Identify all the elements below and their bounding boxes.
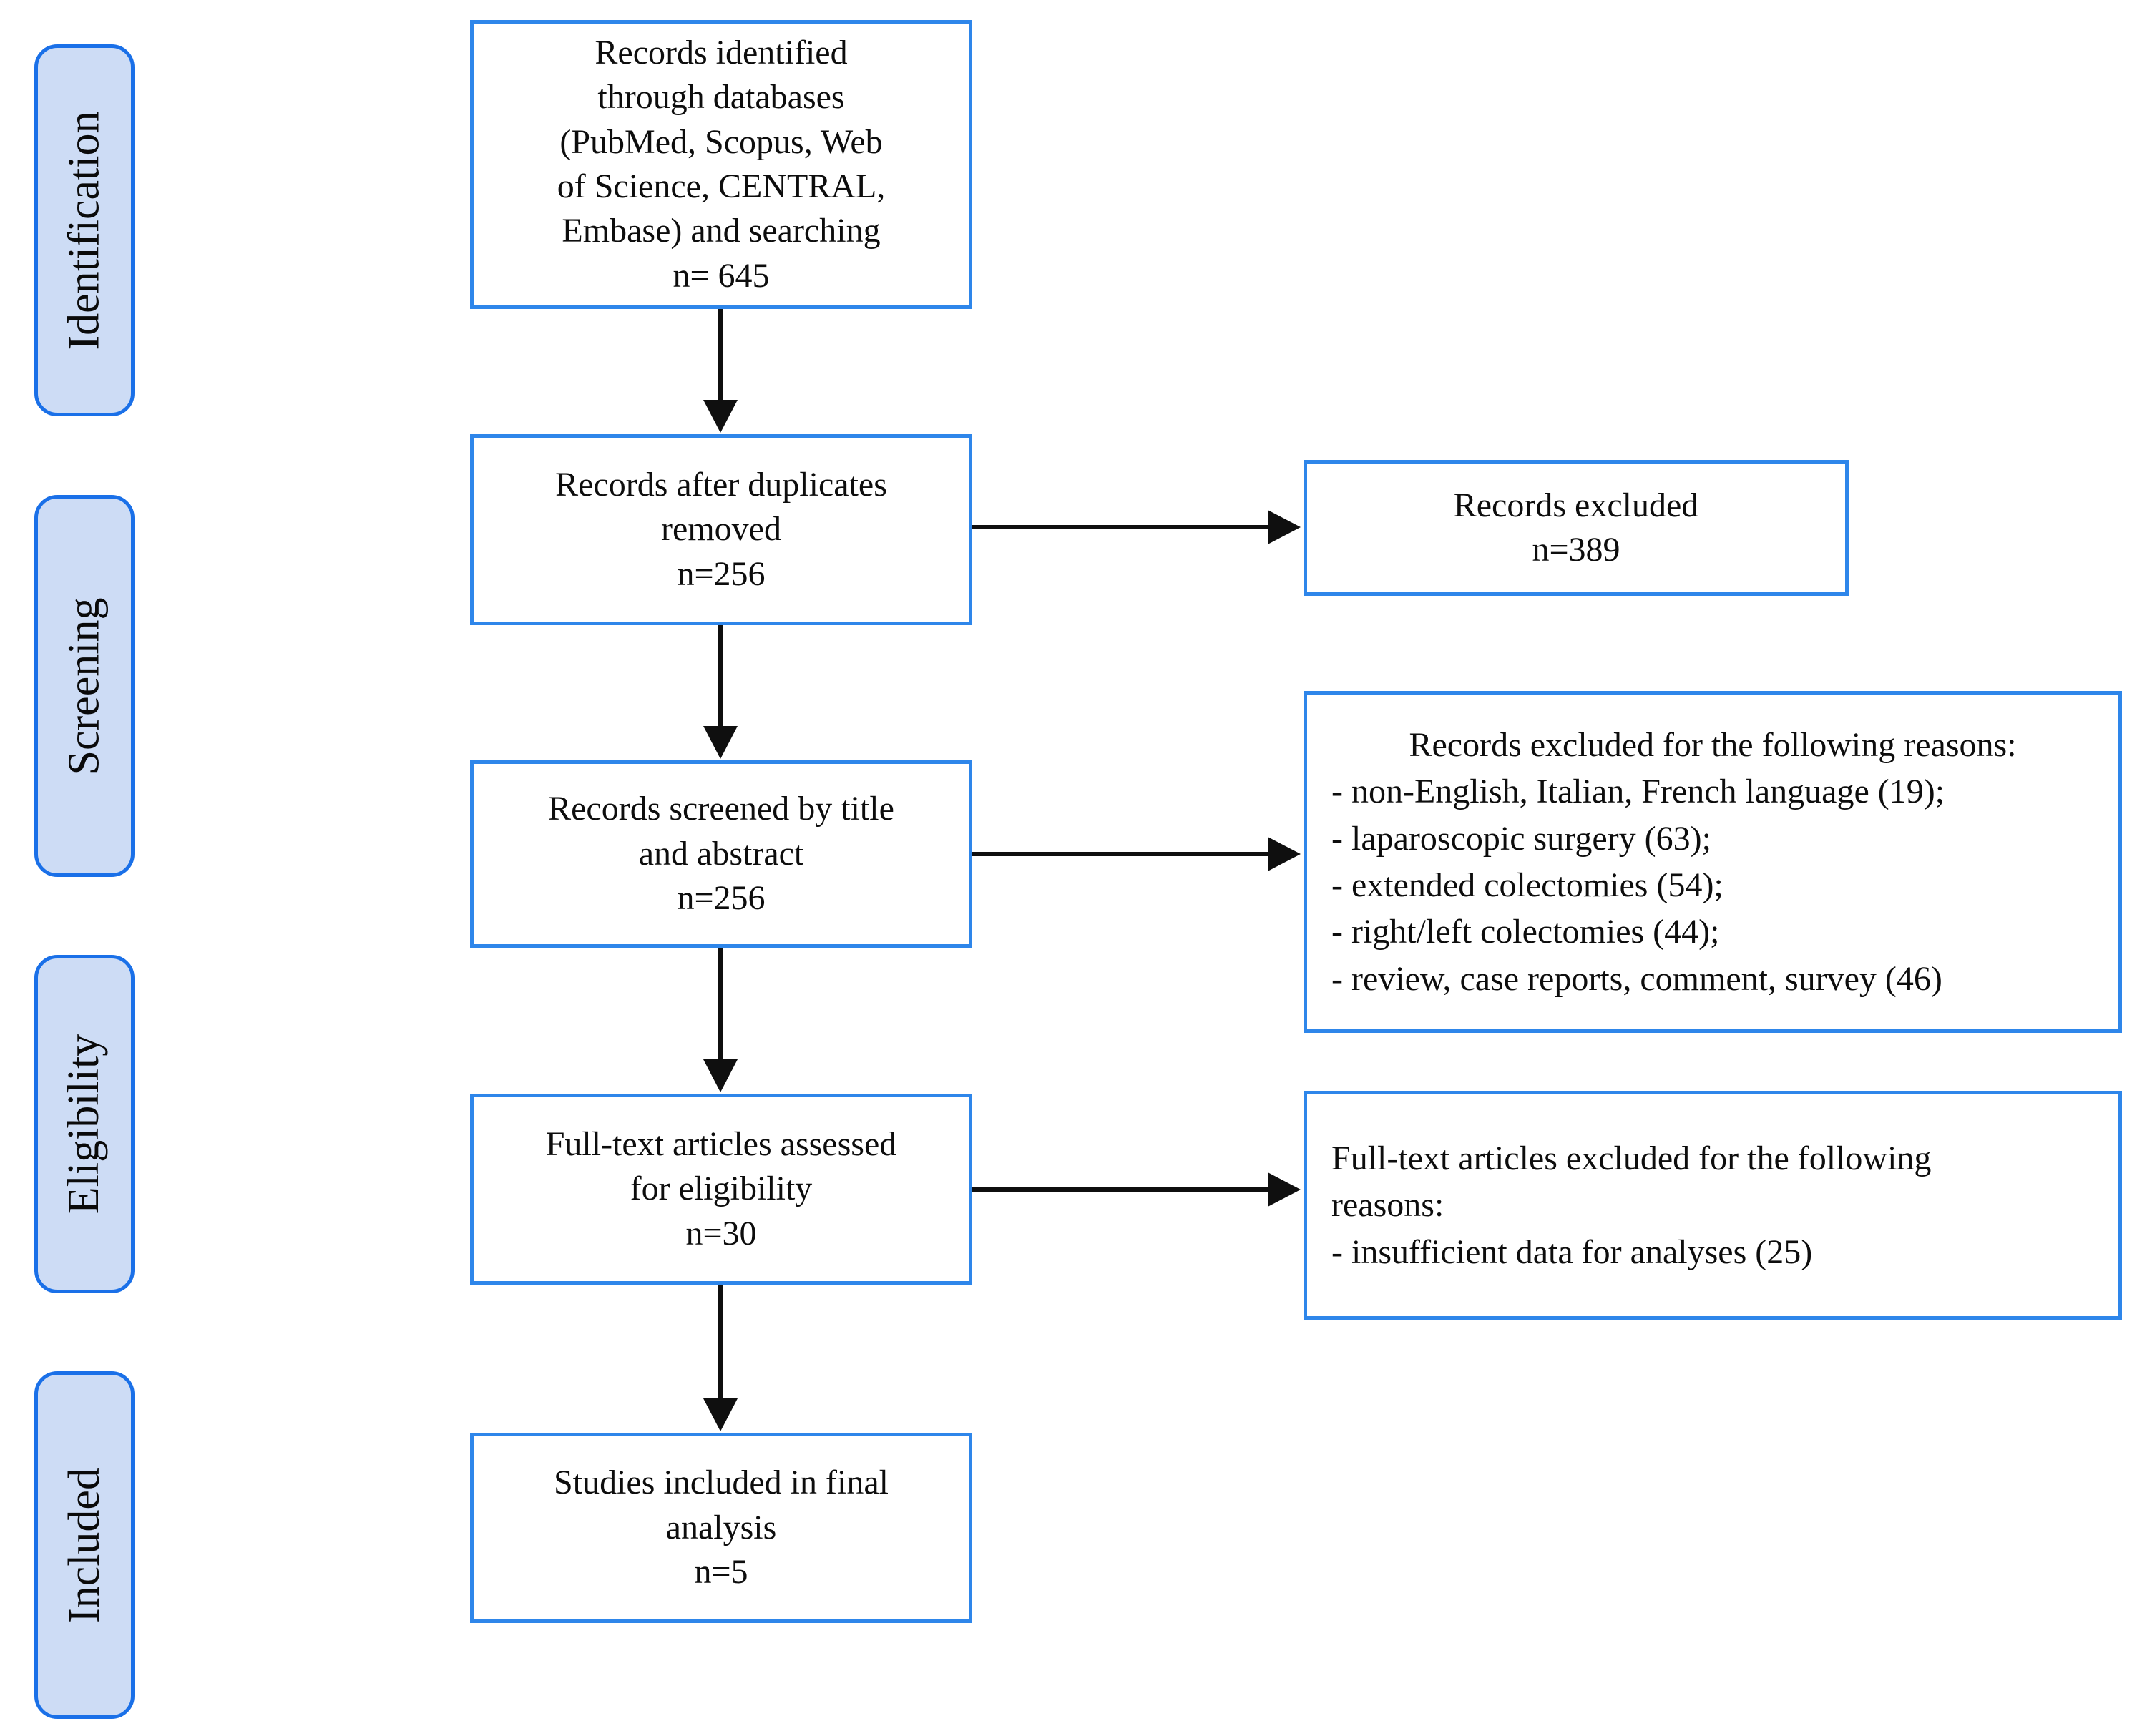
box-fulltext-excluded: Full-text articles excluded for the foll… (1304, 1091, 2122, 1320)
box-fulltext-assessed: Full-text articles assessed for eligibil… (470, 1094, 972, 1285)
box-exclusion-reasons: Records excluded for the following reaso… (1304, 691, 2122, 1033)
stage-eligibility: Eligibility (34, 955, 135, 1293)
arrow-right-1-head (1268, 510, 1301, 544)
stage-screening-label: Screening (59, 597, 109, 775)
arrow-right-2-head (1268, 837, 1301, 871)
stage-eligibility-label: Eligibility (59, 1034, 109, 1215)
box-records-excluded: Records excluded n=389 (1304, 460, 1849, 596)
box-duplicates-removed: Records after duplicates removed n=256 (470, 434, 972, 625)
stage-included-label: Included (59, 1467, 109, 1623)
box-records-identified: Records identified through databases (Pu… (470, 20, 972, 309)
box-studies-included: Studies included in final analysis n=5 (470, 1433, 972, 1623)
stage-identification-label: Identification (59, 111, 109, 350)
arrow-down-4-head (703, 1398, 738, 1431)
fulltext-excluded-text: Full-text articles excluded for the foll… (1331, 1139, 1932, 1271)
exclusion-reasons-list: - non-English, Italian, French language … (1331, 773, 1945, 998)
arrow-down-2-head (703, 726, 738, 759)
arrow-right-3-head (1268, 1172, 1301, 1207)
box-records-screened: Records screened by title and abstract n… (470, 760, 972, 948)
stage-identification: Identification (34, 44, 135, 416)
arrow-down-3-head (703, 1059, 738, 1092)
arrow-down-1-head (703, 400, 738, 433)
exclusion-reasons-header: Records excluded for the following reaso… (1409, 726, 2017, 765)
stage-included: Included (34, 1371, 135, 1719)
stage-screening: Screening (34, 495, 135, 877)
